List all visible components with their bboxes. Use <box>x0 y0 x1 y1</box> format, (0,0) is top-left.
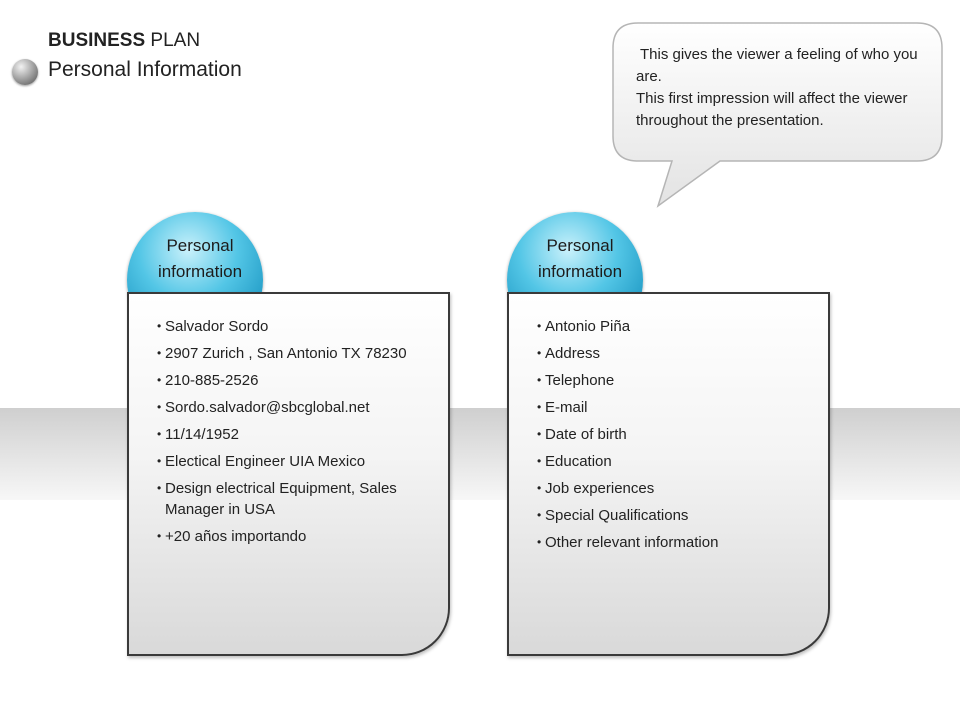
callout-shape <box>612 22 943 208</box>
list-item: Design electrical Equipment, Sales Manag… <box>157 478 432 520</box>
slide-title-bold: BUSINESS <box>48 30 146 51</box>
slide-title-rest: PLAN <box>145 30 201 51</box>
title-bullet-icon <box>12 59 38 85</box>
list-item: 210-885-2526 <box>157 370 432 391</box>
info-list: Antonio Piña Address Telephone E-mail Da… <box>537 316 812 559</box>
card-panel: Salvador Sordo 2907 Zurich , San Antonio… <box>127 292 450 656</box>
list-item: +20 años importando <box>157 526 432 547</box>
personal-info-card-1: Personal information Salvador Sordo 2907… <box>125 212 455 662</box>
card-panel: Antonio Piña Address Telephone E-mail Da… <box>507 292 830 656</box>
list-item: Sordo.salvador@sbcglobal.net <box>157 397 432 418</box>
callout-text: This gives the viewer a feeling of who y… <box>636 44 936 132</box>
speech-callout: This gives the viewer a feeling of who y… <box>612 22 943 208</box>
callout-line-1: This gives the viewer a feeling of who y… <box>636 46 918 85</box>
list-item: Education <box>537 451 812 472</box>
list-item: Electical Engineer UIA Mexico <box>157 451 432 472</box>
card-label: Personal information <box>537 236 623 281</box>
list-item: Salvador Sordo <box>157 316 432 337</box>
personal-info-card-2: Personal information Antonio Piña Addres… <box>505 212 835 662</box>
callout-line-2: This first impression will affect the vi… <box>636 90 908 129</box>
list-item: 11/14/1952 <box>157 424 432 445</box>
list-item: Job experiences <box>537 478 812 499</box>
list-item: Special Qualifications <box>537 505 812 526</box>
list-item: 2907 Zurich , San Antonio TX 78230 <box>157 343 432 364</box>
list-item: Antonio Piña <box>537 316 812 337</box>
list-item: Address <box>537 343 812 364</box>
card-label: Personal information <box>157 236 243 281</box>
info-list: Salvador Sordo 2907 Zurich , San Antonio… <box>157 316 432 553</box>
slide-title: BUSINESS PLAN <box>48 30 200 52</box>
list-item: Other relevant information <box>537 532 812 553</box>
list-item: Date of birth <box>537 424 812 445</box>
slide-subtitle: Personal Information <box>48 58 242 81</box>
list-item: Telephone <box>537 370 812 391</box>
list-item: E-mail <box>537 397 812 418</box>
